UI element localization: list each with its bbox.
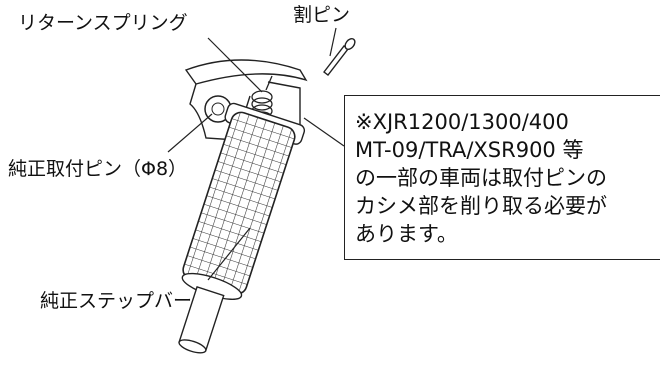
note-line: カシメ部を削り取る必要が [355, 194, 607, 218]
label-split-pin: 割ピン [293, 4, 351, 26]
leader-return-spring [207, 37, 263, 93]
leader-lines [167, 27, 345, 281]
split-pin [323, 37, 356, 76]
note-line: の一部の車両は取付ピンの [355, 166, 607, 190]
note-line: あります。 [355, 222, 458, 246]
leader-pivot-pin [167, 113, 213, 153]
label-step-bar: 純正ステップバー [40, 290, 193, 312]
compatibility-note: ※XJR1200/1300/400 MT-09/TRA/XSR900 等 の一部… [344, 95, 660, 260]
leader-note [303, 117, 345, 147]
step-bar [178, 102, 306, 354]
leader-step-bar [207, 227, 251, 281]
leader-split-pin [329, 27, 337, 57]
label-return-spring: リターンスプリング [18, 12, 188, 34]
note-line: ※XJR1200/1300/400 [355, 110, 569, 134]
note-line: MT-09/TRA/XSR900 等 [355, 138, 584, 162]
label-pivot-pin: 純正取付ピン（Φ8） [8, 158, 188, 180]
